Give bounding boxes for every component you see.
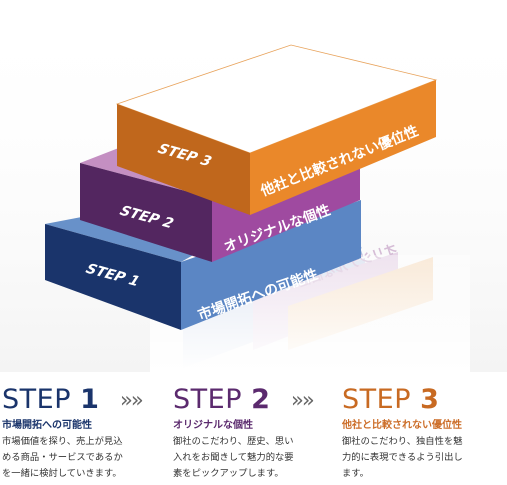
step3-text-line: 御社のこだわり、独自性を魅 bbox=[342, 436, 463, 447]
step3-heading-word: STEP bbox=[342, 384, 411, 415]
step3-description: STEP 3 他社と比較されない優位性 御社のこだわり、独自性を魅 力的に表現で… bbox=[342, 384, 507, 482]
step3-heading: STEP 3 bbox=[342, 384, 507, 416]
step1-text-line: 市場価値を探り、売上が見込 bbox=[2, 436, 123, 447]
step1-description: STEP 1 市場開拓への可能性 市場価値を探り、売上が見込 める商品・サービス… bbox=[2, 384, 172, 482]
step-arrow-2: »» bbox=[291, 388, 315, 412]
step1-heading: STEP 1 bbox=[2, 384, 172, 416]
step2-text-line: 御社のこだわり、歴史、思い bbox=[173, 436, 294, 447]
step-blocks-illustration: 市場開拓への可能性 オリジナルな個性 STEP 1 市場開拓への可能性 STEP… bbox=[0, 0, 507, 372]
step3-block: STEP 3 他社と比較されない優位性 bbox=[115, 44, 438, 215]
step1-block-side bbox=[181, 200, 361, 330]
step2-text-line: 素をピックアップします。 bbox=[173, 468, 284, 479]
step3-block-front bbox=[117, 104, 250, 215]
step3-heading-number: 3 bbox=[420, 384, 440, 415]
step1-heading-number: 1 bbox=[80, 384, 100, 415]
step1-text-line: を一緒に検討していきます。 bbox=[2, 468, 122, 479]
step3-text: 御社のこだわり、独自性を魅 力的に表現できるよう引出し ます。 bbox=[342, 434, 507, 482]
step2-heading-number: 2 bbox=[251, 384, 271, 415]
step2-heading: STEP 2 bbox=[173, 384, 343, 416]
step-arrow-1: »» bbox=[120, 388, 144, 412]
step1-text-line: める商品・サービスであるか bbox=[2, 452, 123, 463]
step2-text: 御社のこだわり、歴史、思い 入れをお聞きして魅力的な要 素をピックアップします。 bbox=[173, 434, 343, 482]
step2-block-front bbox=[80, 163, 212, 262]
step3-text-line: ます。 bbox=[342, 468, 369, 479]
step1-text: 市場価値を探り、売上が見込 める商品・サービスであるか を一緒に検討していきます… bbox=[2, 434, 172, 482]
step3-text-line: 力的に表現できるよう引出し bbox=[342, 452, 463, 463]
step1-block-front bbox=[45, 224, 181, 330]
step3-block-side bbox=[250, 80, 436, 215]
step1-title: 市場開拓への可能性 bbox=[2, 420, 92, 431]
step2-description: STEP 2 オリジナルな個性 御社のこだわり、歴史、思い 入れをお聞きして魅力… bbox=[173, 384, 343, 482]
step2-title: オリジナルな個性 bbox=[173, 420, 253, 431]
step1-heading-word: STEP bbox=[2, 384, 71, 415]
step3-title: 他社と比較されない優位性 bbox=[342, 420, 462, 431]
step2-text-line: 入れをお聞きして魅力的な要 bbox=[173, 452, 294, 463]
step2-heading-word: STEP bbox=[173, 384, 242, 415]
